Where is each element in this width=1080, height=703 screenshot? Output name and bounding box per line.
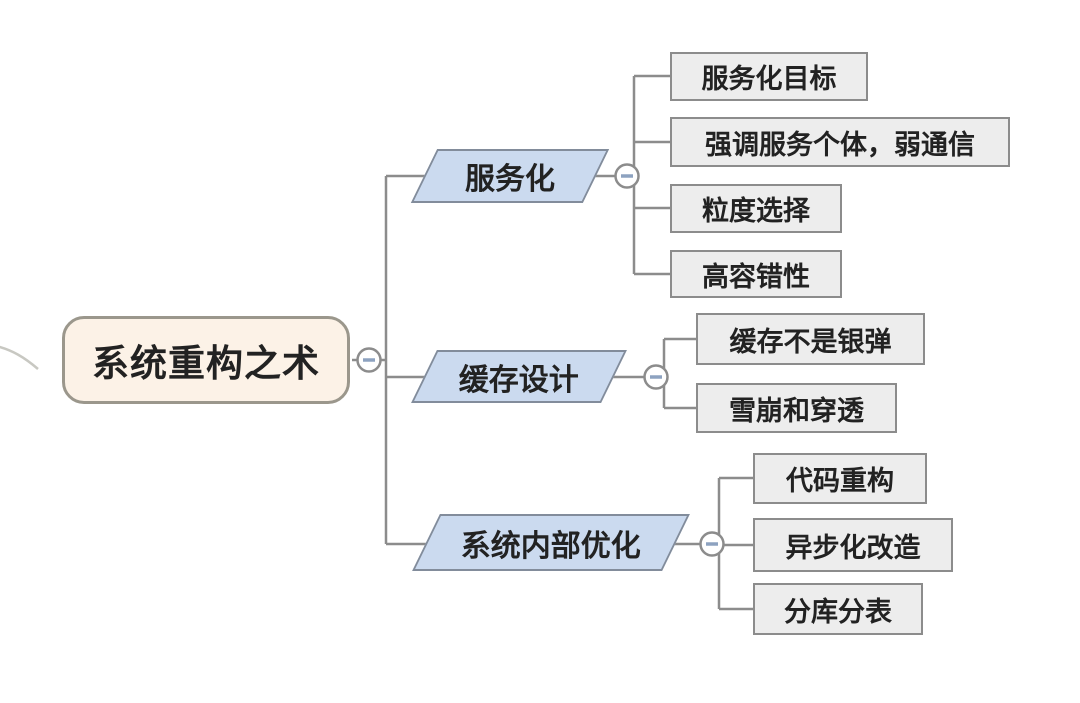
leaf-node-label: 缓存不是银弹 bbox=[729, 326, 892, 358]
leaf-node[interactable]: 代码重构 bbox=[753, 453, 927, 504]
branch-node-label: 系统内部优化 bbox=[461, 528, 641, 564]
branch-collapse-minus-icon[interactable] bbox=[643, 364, 669, 390]
leaf-node-label: 服务化目标 bbox=[701, 64, 837, 95]
branch-collapse-minus-icon[interactable] bbox=[614, 163, 640, 189]
leaf-node-label: 强调服务个体，弱通信 bbox=[705, 129, 975, 161]
leaf-node[interactable]: 缓存不是银弹 bbox=[696, 313, 925, 365]
root-node[interactable]: 系统重构之术 bbox=[62, 316, 350, 404]
branch-node-label: 服务化 bbox=[465, 162, 555, 197]
leaf-node[interactable]: 高容错性 bbox=[670, 250, 842, 298]
branch-node-xitongneibuyouhua[interactable]: 系统内部优化 bbox=[412, 514, 690, 571]
leaf-node-label: 高容错性 bbox=[702, 261, 810, 293]
leaf-node[interactable]: 粒度选择 bbox=[670, 184, 842, 233]
leaf-node-label: 代码重构 bbox=[786, 466, 894, 497]
root-collapse-minus-icon[interactable] bbox=[356, 347, 382, 373]
branch-collapse-minus-icon[interactable] bbox=[699, 531, 725, 557]
branch-node-fuwuhua[interactable]: 服务化 bbox=[410, 149, 610, 203]
branch-node-label: 缓存设计 bbox=[459, 362, 579, 398]
leaf-node[interactable]: 分库分表 bbox=[753, 583, 923, 635]
leaf-node-label: 分库分表 bbox=[784, 596, 892, 628]
leaf-node-label: 粒度选择 bbox=[702, 196, 810, 227]
leaf-node[interactable]: 异步化改造 bbox=[753, 518, 953, 572]
leaf-node[interactable]: 雪崩和穿透 bbox=[696, 383, 897, 433]
offscreen-connector-line bbox=[0, 345, 39, 370]
branch-node-huancunsheji[interactable]: 缓存设计 bbox=[411, 350, 627, 403]
leaf-node-label: 雪崩和穿透 bbox=[729, 395, 864, 427]
leaf-node-label: 异步化改造 bbox=[785, 532, 921, 564]
root-node-label: 系统重构之术 bbox=[92, 342, 320, 385]
leaf-node[interactable]: 服务化目标 bbox=[670, 52, 868, 101]
leaf-node[interactable]: 强调服务个体，弱通信 bbox=[670, 117, 1010, 167]
